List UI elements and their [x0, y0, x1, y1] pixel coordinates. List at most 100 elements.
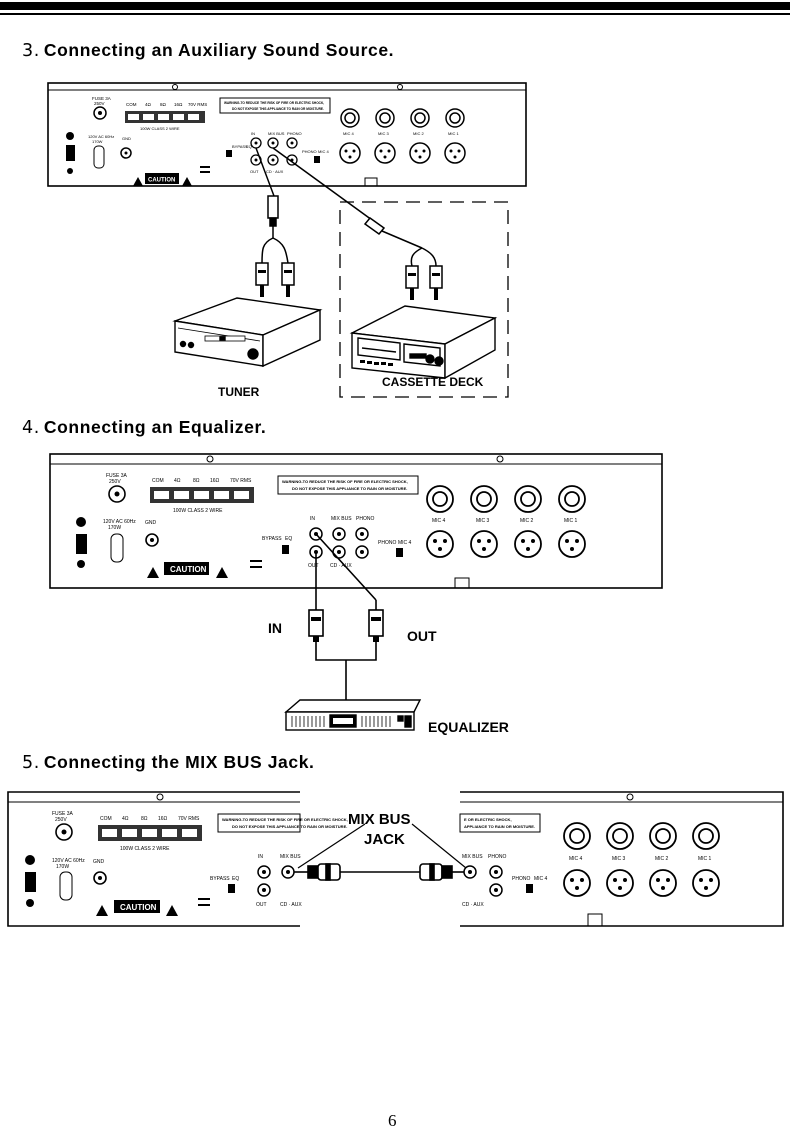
- svg-text:COM: COM: [100, 816, 112, 822]
- out-label: OUT: [407, 628, 437, 644]
- svg-text:CAUTION: CAUTION: [148, 178, 175, 184]
- equalizer-unit: [284, 699, 422, 731]
- svg-text:MIC 4: MIC 4: [343, 131, 354, 136]
- svg-text:16Ω: 16Ω: [158, 816, 168, 822]
- svg-text:MIC 4: MIC 4: [398, 540, 412, 546]
- svg-text:PHONO: PHONO: [287, 131, 302, 136]
- svg-text:MIX BUS: MIX BUS: [280, 854, 301, 860]
- svg-text:8Ω: 8Ω: [160, 102, 167, 107]
- svg-text:MIC 3: MIC 3: [612, 856, 626, 862]
- svg-text:120V AC 60Hz: 120V AC 60Hz: [52, 858, 85, 864]
- section-3-heading: 3.Connecting an Auxiliary Sound Source.: [22, 40, 395, 61]
- svg-text:MIX BUS: MIX BUS: [462, 854, 483, 860]
- top-rule-thick: [0, 2, 790, 10]
- svg-text:DO NOT EXPOSE THIS APPLIANCE T: DO NOT EXPOSE THIS APPLIANCE TO RAIN OR …: [232, 107, 324, 111]
- svg-text:4Ω: 4Ω: [174, 478, 181, 484]
- figure-mix-bus-connection: FUSE 3A 250V 120V AC 60Hz 170W GND COM 4…: [7, 791, 784, 927]
- rear-panel-2: FUSE 3A 250V 120V AC 60Hz 170W GND COM 4…: [49, 453, 663, 589]
- svg-text:CD · AUX: CD · AUX: [266, 169, 284, 174]
- svg-text:MIC 1: MIC 1: [698, 856, 712, 862]
- svg-text:16Ω: 16Ω: [210, 478, 220, 484]
- svg-text:8Ω: 8Ω: [141, 816, 148, 822]
- svg-text:IN: IN: [258, 854, 263, 860]
- svg-text:MIC 2: MIC 2: [655, 856, 669, 862]
- svg-text:IN: IN: [310, 516, 315, 522]
- svg-text:EQ: EQ: [246, 144, 252, 149]
- svg-text:MIC 4: MIC 4: [432, 518, 446, 524]
- equalizer-label: EQUALIZER: [428, 719, 509, 735]
- svg-text:MIC 4: MIC 4: [318, 149, 329, 154]
- svg-text:8Ω: 8Ω: [193, 478, 200, 484]
- rear-panel-right: E OR ELECTRIC SHOCK, APPLIANCE TO RAIN O…: [459, 791, 784, 927]
- section-5-heading: 5.Connecting the MIX BUS Jack.: [22, 752, 315, 773]
- svg-text:CAUTION: CAUTION: [170, 565, 207, 574]
- svg-text:MIC 3: MIC 3: [476, 518, 490, 524]
- svg-text:MIC 3: MIC 3: [378, 131, 389, 136]
- svg-text:100W CLASS 2 WIRE: 100W CLASS 2 WIRE: [173, 508, 223, 514]
- svg-text:PHONO: PHONO: [356, 516, 374, 522]
- svg-text:OUT: OUT: [250, 169, 259, 174]
- svg-text:MIC 4: MIC 4: [534, 876, 548, 882]
- figure-equalizer-connection: FUSE 3A 250V 120V AC 60Hz 170W GND COM 4…: [49, 453, 663, 735]
- svg-text:WARNING-TO REDUCE THE RISK OF: WARNING-TO REDUCE THE RISK OF FIRE OR EL…: [224, 101, 324, 105]
- cassette-cable: [272, 147, 437, 267]
- svg-text:MIC 1: MIC 1: [448, 131, 459, 136]
- svg-text:70V RMS: 70V RMS: [178, 816, 200, 822]
- svg-text:170W: 170W: [108, 525, 121, 531]
- svg-text:FUSE 3A: FUSE 3A: [106, 473, 128, 479]
- svg-text:250V: 250V: [94, 101, 105, 106]
- svg-text:FUSE 3A: FUSE 3A: [52, 811, 74, 817]
- svg-text:MIX BUS: MIX BUS: [331, 516, 352, 522]
- svg-text:PHONO: PHONO: [512, 876, 530, 882]
- mix-bus-cable: [294, 823, 467, 881]
- svg-text:MIC 4: MIC 4: [569, 856, 583, 862]
- svg-text:CAUTION: CAUTION: [120, 903, 157, 912]
- svg-text:CD · AUX: CD · AUX: [462, 902, 484, 908]
- svg-text:CD · AUX: CD · AUX: [280, 902, 302, 908]
- optional-device-box: [339, 201, 509, 398]
- svg-text:EQ: EQ: [232, 876, 239, 882]
- svg-text:MIC 2: MIC 2: [520, 518, 534, 524]
- svg-text:CD · AUX: CD · AUX: [330, 563, 352, 569]
- svg-text:COM: COM: [152, 478, 164, 484]
- equalizer-cables: [315, 533, 377, 702]
- svg-text:70V RMS: 70V RMS: [188, 102, 207, 107]
- svg-text:4Ω: 4Ω: [145, 102, 152, 107]
- svg-text:4Ω: 4Ω: [122, 816, 129, 822]
- page-number: 6: [388, 1111, 397, 1130]
- svg-text:DO NOT EXPOSE THIS APPLIANCE T: DO NOT EXPOSE THIS APPLIANCE TO RAIN OR …: [232, 824, 347, 829]
- svg-text:MIC 1: MIC 1: [564, 518, 578, 524]
- equalizer-rca-plugs: [308, 609, 384, 642]
- svg-text:E OR ELECTRIC SHOCK,: E OR ELECTRIC SHOCK,: [464, 817, 512, 822]
- in-label: IN: [268, 620, 282, 636]
- svg-text:250V: 250V: [55, 817, 67, 823]
- svg-text:OUT: OUT: [256, 902, 267, 908]
- svg-text:EQ: EQ: [285, 536, 292, 542]
- svg-text:100W CLASS 2 WIRE: 100W CLASS 2 WIRE: [120, 846, 170, 852]
- mix-bus-jack-label-line1: MIX BUS: [348, 811, 411, 828]
- svg-text:PHONO: PHONO: [302, 149, 317, 154]
- svg-text:250V: 250V: [109, 479, 121, 485]
- svg-text:100W CLASS 2 WIRE: 100W CLASS 2 WIRE: [140, 126, 180, 131]
- cassette-deck-label: CASSETTE DECK: [382, 375, 484, 389]
- svg-text:APPLIANCE TO RAIN OR MOISTURE.: APPLIANCE TO RAIN OR MOISTURE.: [464, 824, 535, 829]
- svg-text:GND: GND: [145, 520, 157, 526]
- svg-text:70V RMS: 70V RMS: [230, 478, 252, 484]
- svg-text:120V AC 60Hz: 120V AC 60Hz: [88, 134, 114, 139]
- tuner-unit: [172, 297, 323, 368]
- svg-text:16Ω: 16Ω: [174, 102, 183, 107]
- cassette-deck-unit: [349, 305, 498, 380]
- svg-text:120V AC 60Hz: 120V AC 60Hz: [103, 519, 136, 525]
- svg-text:GND: GND: [93, 859, 105, 865]
- svg-text:BYPASS: BYPASS: [210, 876, 230, 882]
- svg-text:FUSE 3A: FUSE 3A: [92, 96, 111, 101]
- tuner-cable: [255, 147, 289, 264]
- svg-text:PHONO: PHONO: [378, 540, 396, 546]
- top-rule-thin: [0, 13, 790, 15]
- mix-bus-jack-label-line2: JACK: [364, 831, 405, 848]
- cassette-rca-plugs: [405, 265, 443, 300]
- figure-auxiliary-connection: FUSE 3A 250V 120V AC 60Hz 170W GND COM 4…: [47, 82, 527, 399]
- rear-panel-1: FUSE 3A 250V 120V AC 60Hz 170W GND COM 4…: [47, 82, 527, 187]
- svg-text:GND: GND: [122, 136, 131, 141]
- svg-text:WARNING-TO REDUCE THE RISK OF: WARNING-TO REDUCE THE RISK OF FIRE OR EL…: [282, 479, 408, 484]
